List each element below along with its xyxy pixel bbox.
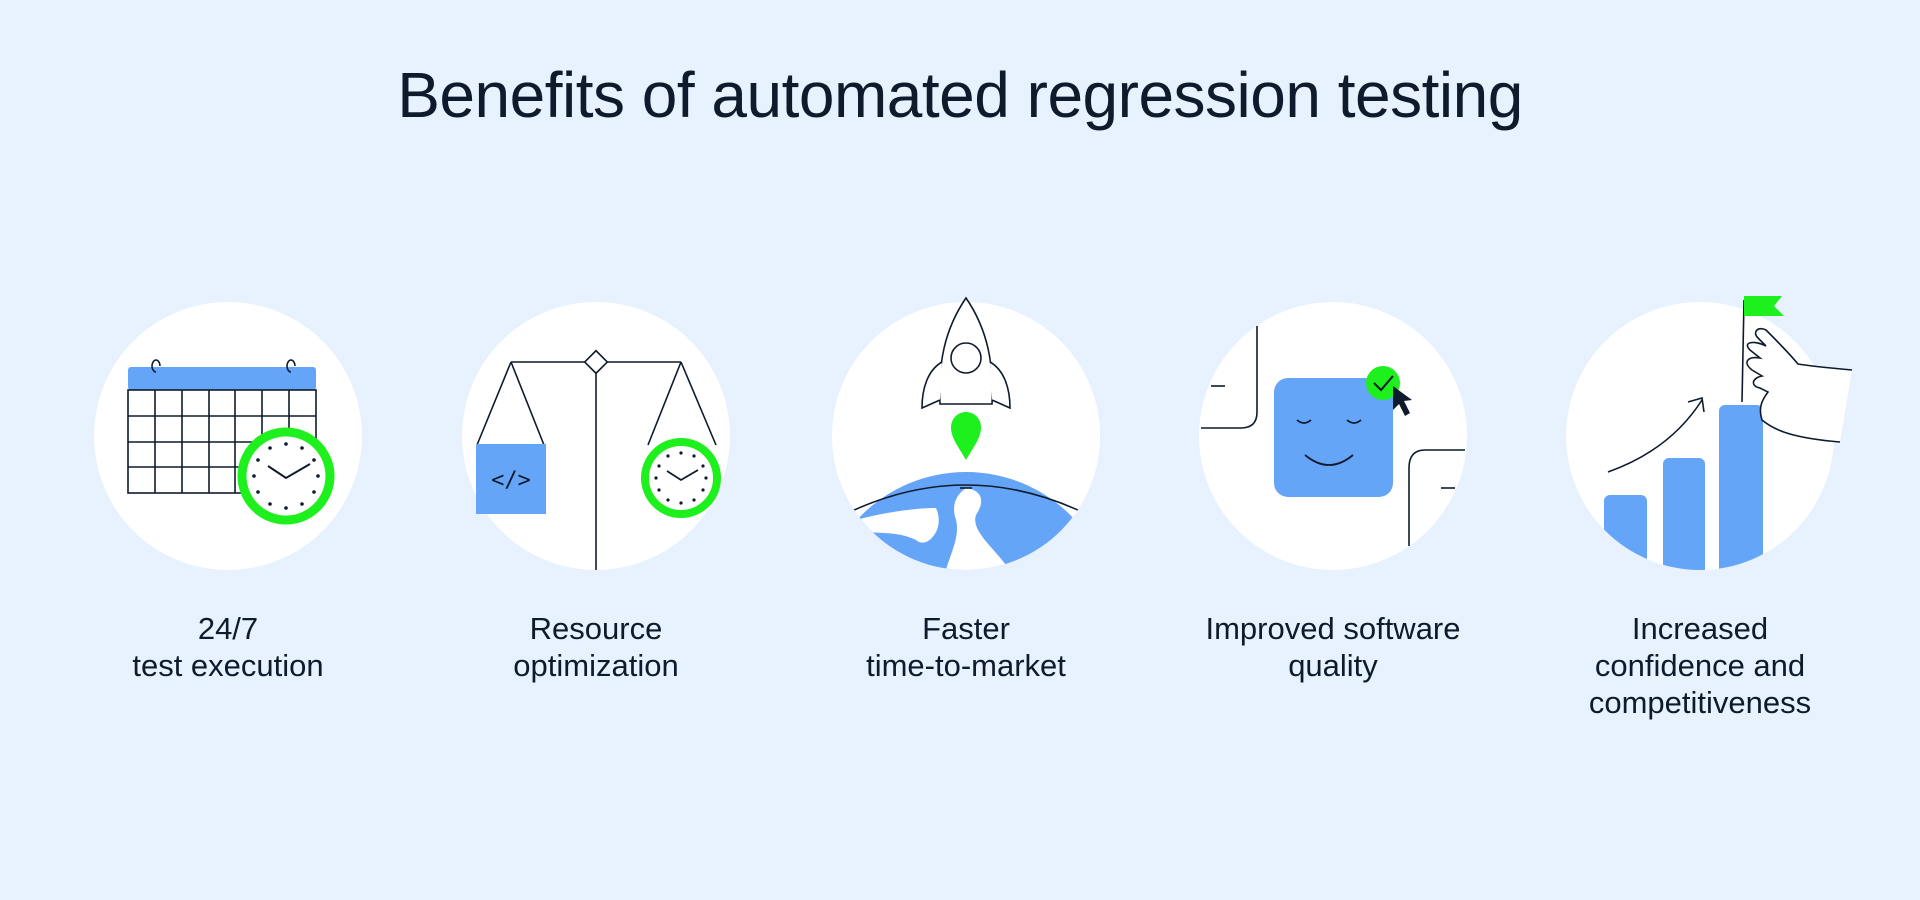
- svg-text:</>: </>: [491, 468, 531, 493]
- caption-line: optimization: [513, 648, 679, 683]
- benefit-caption: Resource optimization: [426, 610, 766, 684]
- smiley-check-icon: [1199, 302, 1467, 570]
- calendar-clock-icon: [94, 302, 362, 570]
- caption-line: Faster: [922, 611, 1010, 646]
- caption-line: Increased: [1631, 611, 1769, 646]
- caption-line: confidence and: [1594, 648, 1806, 683]
- caption-line: Improved software: [1205, 611, 1461, 646]
- page-title: Benefits of automated regression testing: [397, 59, 1523, 131]
- benefit-caption: Faster time-to-market: [796, 610, 1136, 684]
- balance-scale-icon: </>: [462, 302, 730, 570]
- rocket-launch-icon: [832, 296, 1100, 570]
- caption-line: 24/7: [197, 611, 259, 646]
- benefit-caption: Improved software quality: [1163, 610, 1503, 684]
- caption-line: quality: [1288, 648, 1378, 683]
- caption-line: Resource: [529, 611, 663, 646]
- caption-line: test execution: [132, 648, 324, 683]
- caption-line: time-to-market: [866, 648, 1066, 683]
- benefit-caption: 24/7 test execution: [58, 610, 398, 684]
- growth-flag-icon: [1566, 296, 1853, 570]
- caption-line: competitiveness: [1588, 685, 1812, 720]
- benefit-caption: Increased confidence and competitiveness: [1530, 610, 1870, 721]
